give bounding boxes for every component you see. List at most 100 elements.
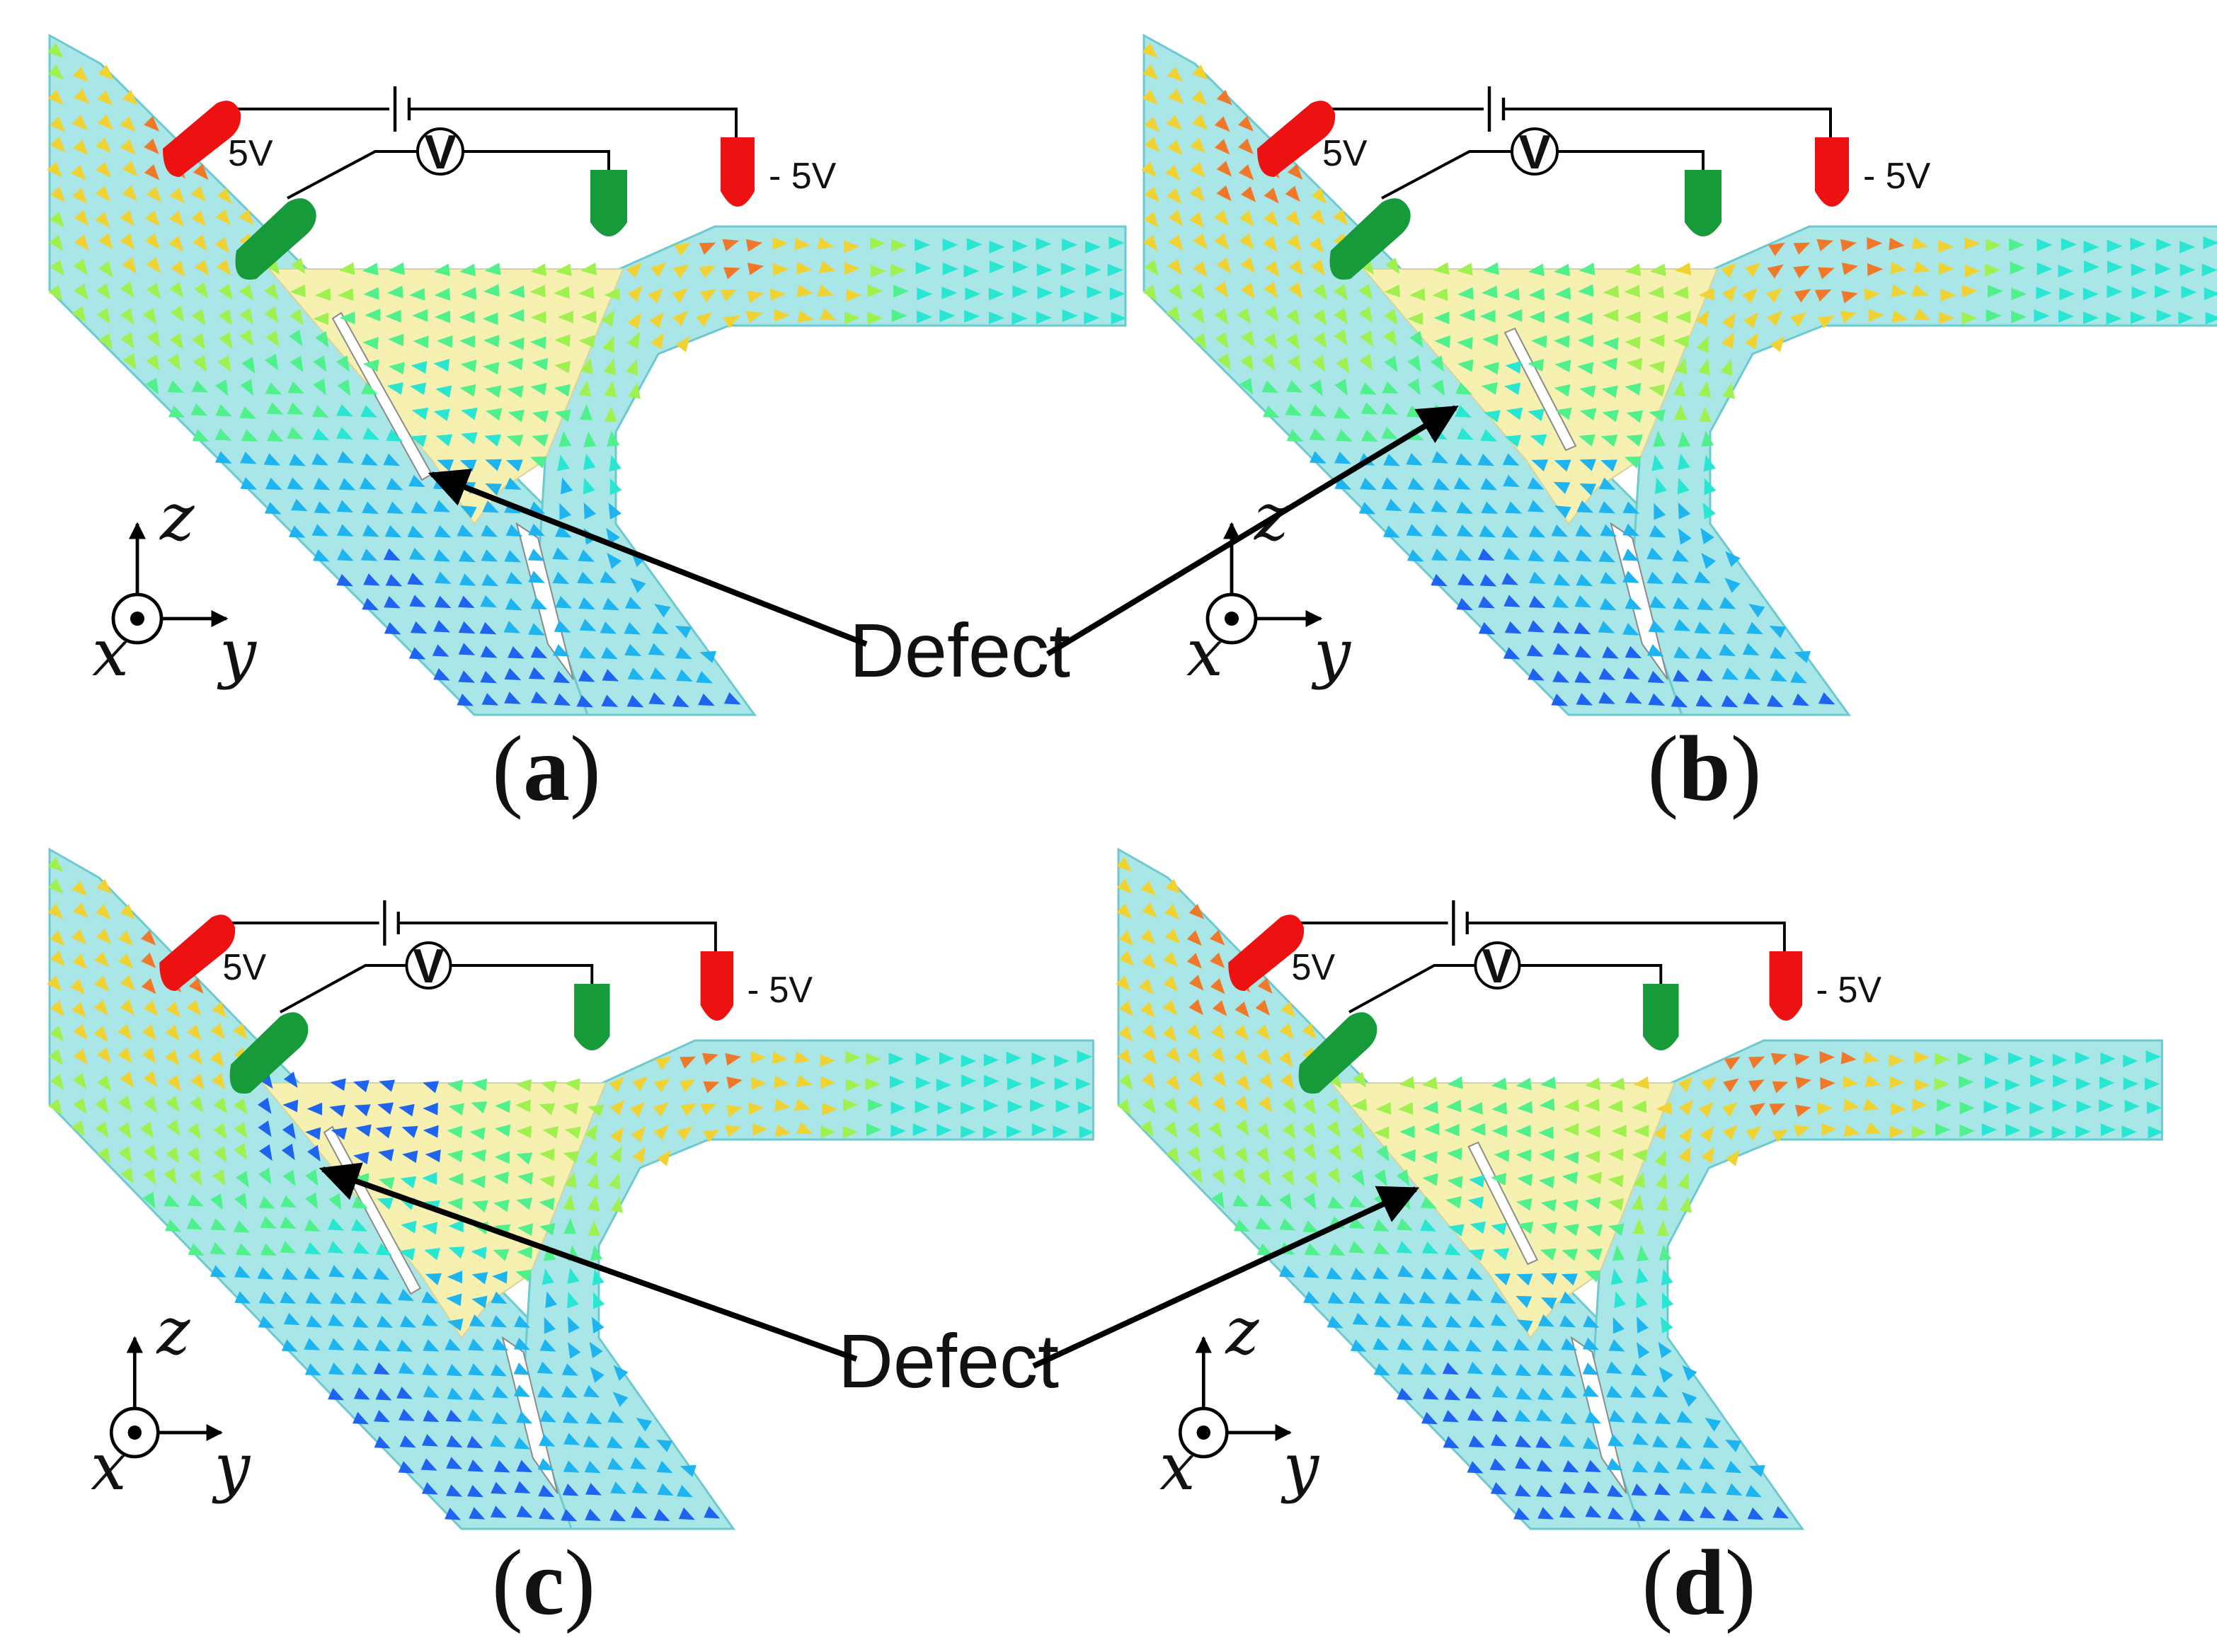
field-vector <box>1261 380 1279 394</box>
field-vector <box>147 331 161 348</box>
field-vector <box>1447 1076 1463 1089</box>
field-vector <box>313 378 326 396</box>
field-vector <box>868 1099 883 1112</box>
field-vector <box>1421 1411 1438 1425</box>
y-axis-label: y <box>212 1430 251 1505</box>
field-vector <box>514 1315 531 1328</box>
x-axis-label: x <box>1186 615 1223 691</box>
field-vector <box>936 1123 952 1137</box>
field-vector <box>1889 1054 1904 1067</box>
voltmeter-label: V <box>424 125 456 179</box>
field-vector <box>1442 1409 1460 1423</box>
sense-electrode-right <box>574 984 610 1050</box>
field-vector <box>1654 477 1668 495</box>
field-vector <box>445 1409 462 1423</box>
field-vector <box>188 1243 205 1256</box>
field-vector <box>120 1071 134 1088</box>
field-vector <box>170 305 185 322</box>
field-vector <box>287 477 304 490</box>
field-vector <box>166 1119 181 1136</box>
field-vector <box>1726 1149 1740 1166</box>
field-vector <box>96 307 111 324</box>
field-vector <box>2036 286 2052 299</box>
field-vector <box>1302 1122 1317 1139</box>
field-vector <box>1141 953 1157 970</box>
field-vector <box>1961 311 1978 325</box>
field-vector <box>1696 669 1714 682</box>
field-vector <box>401 1125 418 1138</box>
field-vector <box>1528 310 1545 323</box>
field-vector <box>1562 1199 1579 1212</box>
field-vector <box>1036 237 1052 251</box>
field-vector <box>2130 237 2146 251</box>
field-vector <box>304 1241 321 1255</box>
field-vector <box>1334 406 1351 419</box>
field-vector <box>1820 1077 1835 1090</box>
field-vector <box>187 1147 201 1164</box>
field-vector <box>2099 1099 2114 1113</box>
field-vector <box>483 284 500 297</box>
field-vector <box>1840 239 1857 252</box>
field-vector <box>1678 453 1690 470</box>
field-vector <box>1516 1149 1532 1162</box>
field-vector <box>192 429 210 442</box>
field-vector <box>1351 1268 1368 1280</box>
field-vector <box>1646 571 1664 585</box>
field-vector <box>445 1508 462 1520</box>
field-vector <box>601 694 619 707</box>
field-vector <box>1656 1220 1669 1237</box>
field-vector <box>258 1167 272 1185</box>
field-vector <box>1768 242 1785 256</box>
field-vector <box>1278 1050 1293 1067</box>
field-vector <box>1551 524 1569 537</box>
field-vector <box>2083 287 2099 301</box>
field-vector <box>1654 1411 1671 1425</box>
field-vector <box>1165 1047 1180 1064</box>
field-vector <box>97 1147 110 1164</box>
field-vector <box>425 1149 441 1163</box>
field-vector <box>1493 1248 1510 1261</box>
field-vector <box>1911 284 1929 297</box>
field-vector <box>1649 360 1665 374</box>
field-vector <box>480 646 498 658</box>
field-vector <box>411 360 428 374</box>
field-vector <box>961 1074 977 1088</box>
field-vector <box>98 260 113 277</box>
field-vector <box>1528 359 1545 372</box>
field-vector <box>1190 161 1205 178</box>
field-vector <box>604 381 617 398</box>
field-vector <box>1431 573 1448 587</box>
field-vector <box>1625 646 1642 659</box>
field-vector <box>373 1267 390 1280</box>
field-vector <box>676 1126 693 1141</box>
field-vector <box>1085 263 1101 277</box>
field-vector <box>1575 549 1593 562</box>
field-vector <box>1457 524 1474 537</box>
field-vector <box>539 1410 556 1423</box>
field-vector <box>752 1123 768 1136</box>
field-vector <box>447 1079 464 1093</box>
field-vector <box>516 1459 533 1473</box>
field-vector <box>328 1363 345 1375</box>
field-vector <box>1214 210 1229 226</box>
field-vector <box>1399 1292 1416 1304</box>
field-vector <box>558 430 572 447</box>
field-vector <box>1287 164 1303 180</box>
field-vector <box>482 500 500 513</box>
field-vector <box>1648 693 1666 706</box>
field-vector <box>1537 1363 1554 1376</box>
field-vector <box>2036 238 2053 251</box>
field-vector <box>188 977 204 994</box>
field-vector <box>1540 1297 1557 1310</box>
field-vector <box>1256 1147 1270 1164</box>
field-vector <box>1281 1002 1295 1018</box>
field-vector <box>1515 1435 1532 1448</box>
field-vector <box>1256 1243 1273 1256</box>
field-vector <box>96 161 111 178</box>
field-vector <box>213 1097 228 1114</box>
field-vector <box>1232 1194 1249 1208</box>
field-vector <box>1144 116 1160 132</box>
field-vector <box>1646 547 1663 560</box>
field-vector <box>73 902 88 918</box>
field-vector <box>915 239 931 252</box>
